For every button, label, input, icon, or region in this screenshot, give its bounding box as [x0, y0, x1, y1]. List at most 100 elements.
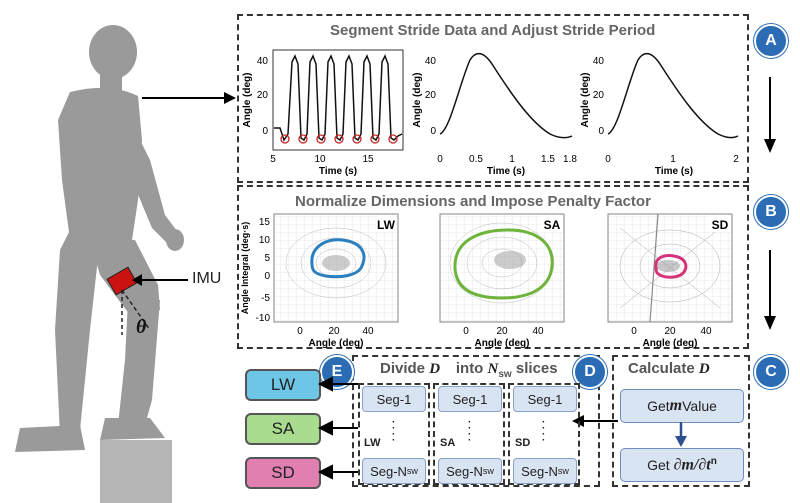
chart-a3: Angle (deg) 0 20 40 0 1 2 Time (s)	[580, 52, 739, 177]
panel-b-xtick: 40	[362, 326, 374, 337]
get-derivative-box: Get ∂m/∂tn	[620, 448, 744, 482]
panel-c-title: Calculate D⃗	[628, 360, 722, 377]
chart-a2-xtick: 0.5	[469, 154, 483, 165]
seg-1-lw: Seg-1	[362, 386, 426, 412]
panel-b	[237, 185, 749, 349]
panel-a-title: Segment Stride Data and Adjust Stride Pe…	[330, 22, 656, 39]
chart-a2-ylabel: Angle (deg)	[412, 73, 423, 128]
panel-b-ytick: 0	[264, 271, 270, 282]
seg-column-sa	[433, 383, 505, 485]
badge-c: C	[754, 355, 788, 389]
chart-a3-xlabel: Time (s)	[655, 166, 693, 177]
vector-d-symbol: D⃗	[698, 361, 722, 377]
panel-b-xtick: 0	[463, 326, 469, 337]
panel-b-xtick: 40	[532, 326, 544, 337]
imu-arrow	[132, 274, 188, 286]
seg-ellipsis: ····	[542, 417, 546, 446]
panel-b-xtick: 20	[664, 326, 676, 337]
panel-b-xtick: 40	[700, 326, 712, 337]
chart-a1-marker	[316, 134, 326, 144]
chart-a2-series	[439, 52, 573, 139]
chart-a2-ytick: 40	[425, 56, 437, 67]
chart-a1: Angle (deg) 0 20 40 5 10 15 Time (s)	[242, 49, 404, 177]
seg-column-sd	[508, 383, 580, 485]
chart-a1-ylabel: Angle (deg)	[242, 73, 253, 128]
panel-e-arrows	[318, 376, 358, 480]
chart-a1-xlabel: Time (s)	[319, 166, 357, 177]
chart-a1-marker	[352, 134, 362, 144]
arrow-b-to-c	[764, 250, 776, 330]
human-silhouette	[15, 25, 184, 503]
chart-a1-marker	[298, 134, 308, 144]
chart-a3-ytick: 20	[593, 90, 605, 101]
panel-b-xtick: 0	[631, 326, 637, 337]
seg-col-label-sa: SA	[440, 437, 456, 449]
chart-a2-ytick: 0	[430, 126, 436, 137]
chart-a2-xtick: 0	[437, 154, 443, 165]
panel-b-xlabel: Angle (deg)	[475, 338, 530, 348]
panel-d	[352, 355, 600, 487]
panel-b-xtick: 20	[496, 326, 508, 337]
panel-b-xtick: 0	[297, 326, 303, 337]
chart-a2-xtick: 1.8	[563, 154, 577, 165]
panel-b-xlabel: Angle (deg)	[643, 338, 698, 348]
body-to-panel-arrow	[142, 92, 236, 104]
chart-a1-marker	[370, 134, 380, 144]
badge-b: B	[754, 195, 788, 229]
chart-a3-ytick: 0	[598, 126, 604, 137]
chart-a2-xtick: 1	[509, 154, 515, 165]
panel-b-xtick: 20	[328, 326, 340, 337]
get-m-value-box: Get m Value	[620, 389, 744, 423]
seg-1-sa: Seg-1	[438, 386, 502, 412]
lw-curve	[310, 238, 366, 279]
chart-a3-xtick: 2	[733, 154, 739, 165]
theta-label: θ	[136, 316, 147, 338]
chart-a1-xtick: 5	[270, 154, 276, 165]
plot-sd-label: SD	[712, 218, 729, 232]
panel-a	[237, 14, 749, 183]
sa-curve	[453, 228, 554, 300]
output-sa: SA	[245, 413, 321, 445]
panel-b-title: Normalize Dimensions and Impose Penalty …	[295, 193, 651, 210]
chart-a1-ytick: 0	[262, 126, 268, 137]
seg-col-label-sd: SD	[515, 437, 531, 449]
chart-a3-ytick: 40	[593, 56, 605, 67]
panel-b-ytick: 15	[259, 217, 271, 228]
panel-b-ytick: -10	[256, 313, 271, 324]
seg-ellipsis: ····	[392, 417, 396, 446]
panel-d-title: Divide D⃗ into Nsw slices	[380, 360, 558, 380]
chart-a2-xtick: 1.5	[541, 154, 555, 165]
panel-b-ylabel: Angle Integral (deg·s)	[240, 222, 250, 315]
seg-col-label-lw: LW	[364, 437, 381, 449]
chart-a3-ylabel: Angle (deg)	[580, 73, 591, 128]
panel-b-plots: Angle Integral (deg·s) 15 10 5 0 -5 -10 …	[240, 213, 733, 348]
arrow-m-to-derivative	[675, 422, 687, 447]
output-sd: SD	[245, 457, 321, 489]
seg-1-sd: Seg-1	[513, 386, 577, 412]
plot-sa-label: SA	[544, 218, 561, 232]
chart-a3-xtick: 0	[605, 154, 611, 165]
chart-a3-xtick: 1	[670, 154, 676, 165]
chart-a1-xtick: 10	[314, 154, 326, 165]
chart-a1-marker	[388, 134, 398, 144]
panel-b-ytick: 10	[259, 235, 271, 246]
seg-column-lw	[358, 383, 430, 485]
chart-a2: Angle (deg) 0 20 40 0 0.5 1 1.5 1.8 Time…	[412, 52, 577, 177]
badge-a: A	[754, 24, 788, 58]
chart-a1-marker	[334, 134, 344, 144]
imu-label: IMU	[192, 270, 222, 287]
sd-curve	[654, 254, 688, 279]
arrow-a-to-b	[764, 77, 776, 153]
chart-a1-series	[274, 54, 403, 142]
chart-a3-series	[607, 52, 739, 139]
chart-a1-ytick: 20	[257, 90, 269, 101]
seg-ellipsis: ····	[468, 417, 472, 446]
plot-lw-label: LW	[377, 218, 396, 232]
panel-b-ytick: 5	[264, 253, 270, 264]
chart-a2-xlabel: Time (s)	[487, 166, 525, 177]
output-lw: LW	[245, 369, 321, 401]
chart-a2-ytick: 20	[425, 90, 437, 101]
